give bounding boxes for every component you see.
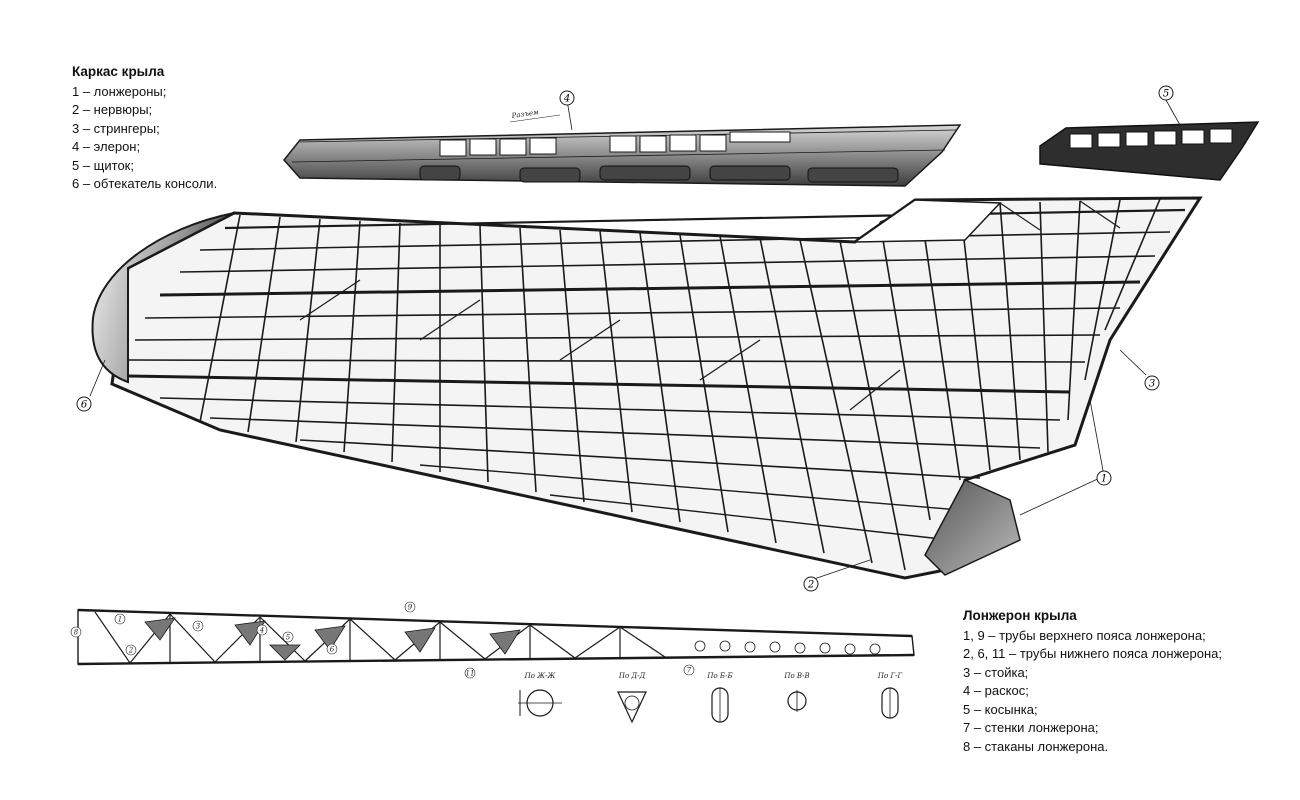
svg-text:По В-В: По В-В [783, 672, 809, 680]
section-b: По Б-Б [706, 672, 733, 723]
svg-text:11: 11 [466, 670, 475, 678]
wingtip-fairing [91, 212, 235, 384]
aileron [283, 124, 962, 187]
wing-legend-item: 3 – стрингеры; [72, 120, 160, 136]
spar-legend: Лонжерон крыла 1, 9 – трубы верхнего поя… [963, 607, 1222, 756]
svg-text:4: 4 [563, 94, 570, 105]
spar-legend-item: 3 – стойка; [963, 664, 1029, 680]
wing-frame [110, 196, 1203, 580]
svg-text:2: 2 [807, 580, 814, 591]
spar-sections: По Ж-Ж По Д-Д По Б-Б По В-В По Г-Г [518, 672, 903, 724]
spar-callout-3: 3 [192, 620, 204, 632]
spar-legend-item: 2, 6, 11 – трубы нижнего пояса лонжерона… [963, 646, 1222, 661]
joint-label: Разъем [509, 108, 561, 123]
svg-text:1: 1 [1101, 474, 1107, 485]
svg-text:5: 5 [1163, 89, 1169, 100]
callout-ribs: 2 [803, 576, 819, 592]
section-g: По Г-Г [877, 672, 903, 719]
spar-legend-item: 8 – стаканы лонжерона. [963, 738, 1109, 754]
spar-callout-4: 4 [256, 624, 268, 636]
svg-text:4: 4 [259, 627, 264, 635]
wing-legend: Каркас крыла 1 – лонжероны; 2 – нервюры;… [72, 63, 217, 194]
spar-callout-7: 7 [683, 664, 695, 676]
section-zh: По Ж-Ж [518, 672, 562, 717]
svg-text:7: 7 [687, 667, 692, 675]
root-closeout [924, 479, 1021, 576]
svg-text:По Ж-Ж: По Ж-Ж [524, 672, 557, 680]
spar-callouts: 1 2 3 4 5 6 7 8 9 11 [70, 601, 695, 679]
spar-callout-9: 9 [404, 601, 416, 613]
svg-text:По Д-Д: По Д-Д [618, 672, 646, 680]
svg-text:Разъем: Разъем [510, 108, 539, 120]
spar-callout-2: 2 [125, 644, 137, 656]
wing-legend-item: 1 – лонжероны; [72, 83, 167, 99]
svg-text:По Г-Г: По Г-Г [877, 672, 903, 680]
svg-text:По Б-Б: По Б-Б [706, 672, 732, 680]
callouts: 4 5 6 3 1 2 [76, 85, 1174, 592]
spar-callout-5: 5 [282, 631, 294, 643]
svg-text:3: 3 [196, 623, 201, 631]
spar-callout-11: 11 [464, 667, 476, 679]
wing-legend-item: 2 – нервюры; [72, 102, 153, 117]
wing-legend-title: Каркас крыла [72, 64, 165, 79]
flap [1039, 121, 1260, 181]
section-d: По Д-Д [617, 672, 647, 724]
callout-leaders [89, 99, 1181, 581]
spar-legend-item: 5 – косынка; [963, 701, 1038, 717]
spar-legend-item: 4 – раскос; [963, 683, 1029, 698]
spar-callout-1: 1 [114, 613, 126, 625]
svg-text:6: 6 [330, 646, 335, 654]
svg-text:9: 9 [408, 604, 413, 612]
spar-drawing [77, 608, 915, 666]
callout-aileron: 4 [559, 90, 575, 106]
callout-flap: 5 [1158, 85, 1174, 101]
section-v: По В-В [783, 672, 810, 712]
callout-stringers: 3 [1144, 375, 1160, 391]
svg-text:2: 2 [128, 647, 134, 655]
spar-callout-6: 6 [326, 643, 338, 655]
svg-text:3: 3 [1149, 379, 1155, 390]
svg-text:5: 5 [286, 634, 291, 642]
wing-legend-item: 4 – элерон; [72, 139, 141, 154]
callout-spars: 1 [1096, 470, 1112, 486]
wing-legend-item: 5 – щиток; [72, 157, 134, 173]
spar-legend-title: Лонжерон крыла [963, 608, 1077, 623]
svg-text:8: 8 [74, 629, 79, 637]
svg-text:6: 6 [81, 400, 88, 411]
callout-fairing: 6 [76, 396, 92, 412]
spar-legend-item: 1, 9 – трубы верхнего пояса лонжерона; [963, 627, 1206, 643]
wing-legend-item: 6 – обтекатель консоли. [72, 176, 218, 191]
svg-text:1: 1 [118, 616, 122, 624]
spar-callout-8: 8 [70, 626, 82, 638]
spar-legend-item: 7 – стенки лонжерона; [963, 720, 1099, 735]
